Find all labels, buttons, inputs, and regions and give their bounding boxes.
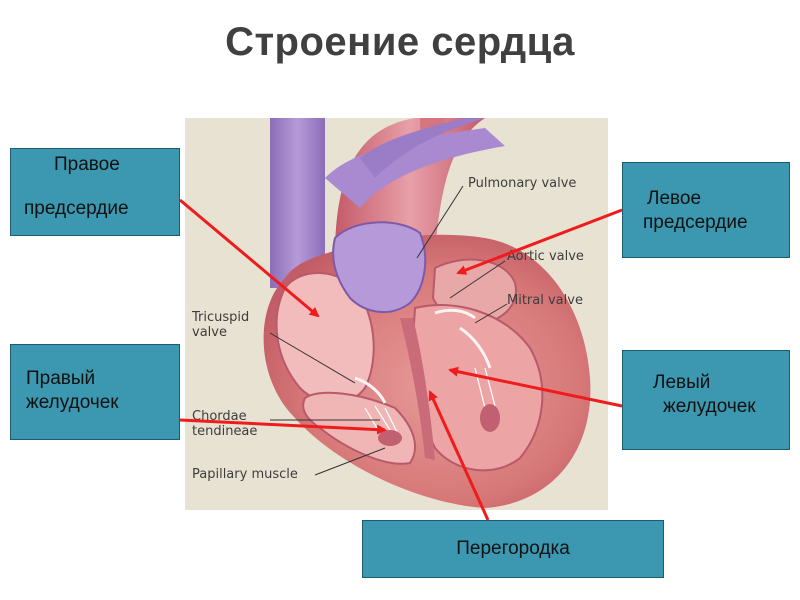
- callout-left-ventricle-line1: Левый: [653, 372, 711, 393]
- heart-drawing: [263, 118, 591, 509]
- callout-septum-label: Перегородка: [456, 538, 570, 559]
- callout-right-ventricle-line2: желудочек: [26, 392, 119, 413]
- page-title: Строение сердца: [225, 20, 575, 64]
- label-tricuspid-line1: Tricuspid: [192, 310, 250, 325]
- label-tricuspid-line2: valve: [192, 325, 227, 340]
- callout-left-atrium: Левое предсердие: [622, 162, 790, 258]
- label-aortic-valve: Aortic valve: [507, 249, 584, 264]
- arrow-left-ventricle: [448, 366, 623, 408]
- callout-septum: Перегородка: [362, 520, 664, 578]
- arrow-left-atrium: [456, 208, 623, 275]
- arrow-right-ventricle: [179, 418, 387, 435]
- callout-right-atrium-line2: предсердие: [24, 198, 129, 219]
- label-pulmonary-valve: Pulmonary valve: [468, 176, 577, 191]
- callout-right-ventricle-line1: Правый: [26, 368, 96, 389]
- callout-right-atrium: Правое предсердие: [10, 148, 180, 236]
- callout-left-ventricle: Левый желудочек: [622, 350, 790, 450]
- arrow-right-atrium: [179, 198, 320, 318]
- label-mitral-valve: Mitral valve: [507, 293, 583, 308]
- label-chordae-line2: tendineae: [192, 424, 258, 439]
- heart-illustration: Pulmonary valve Aortic valve Mitral valv…: [185, 118, 608, 510]
- label-papillary-muscle: Papillary muscle: [192, 467, 298, 482]
- callout-left-atrium-line2: предсердие: [643, 212, 748, 233]
- callout-left-atrium-line1: Левое: [647, 188, 702, 209]
- label-tricuspid-valve: Tricuspid valve: [192, 310, 249, 340]
- callout-right-ventricle: Правый желудочек: [10, 344, 180, 440]
- arrow-septum: [428, 390, 490, 521]
- callout-left-ventricle-line2: желудочек: [663, 396, 756, 417]
- callout-right-atrium-line1: Правое: [54, 154, 120, 175]
